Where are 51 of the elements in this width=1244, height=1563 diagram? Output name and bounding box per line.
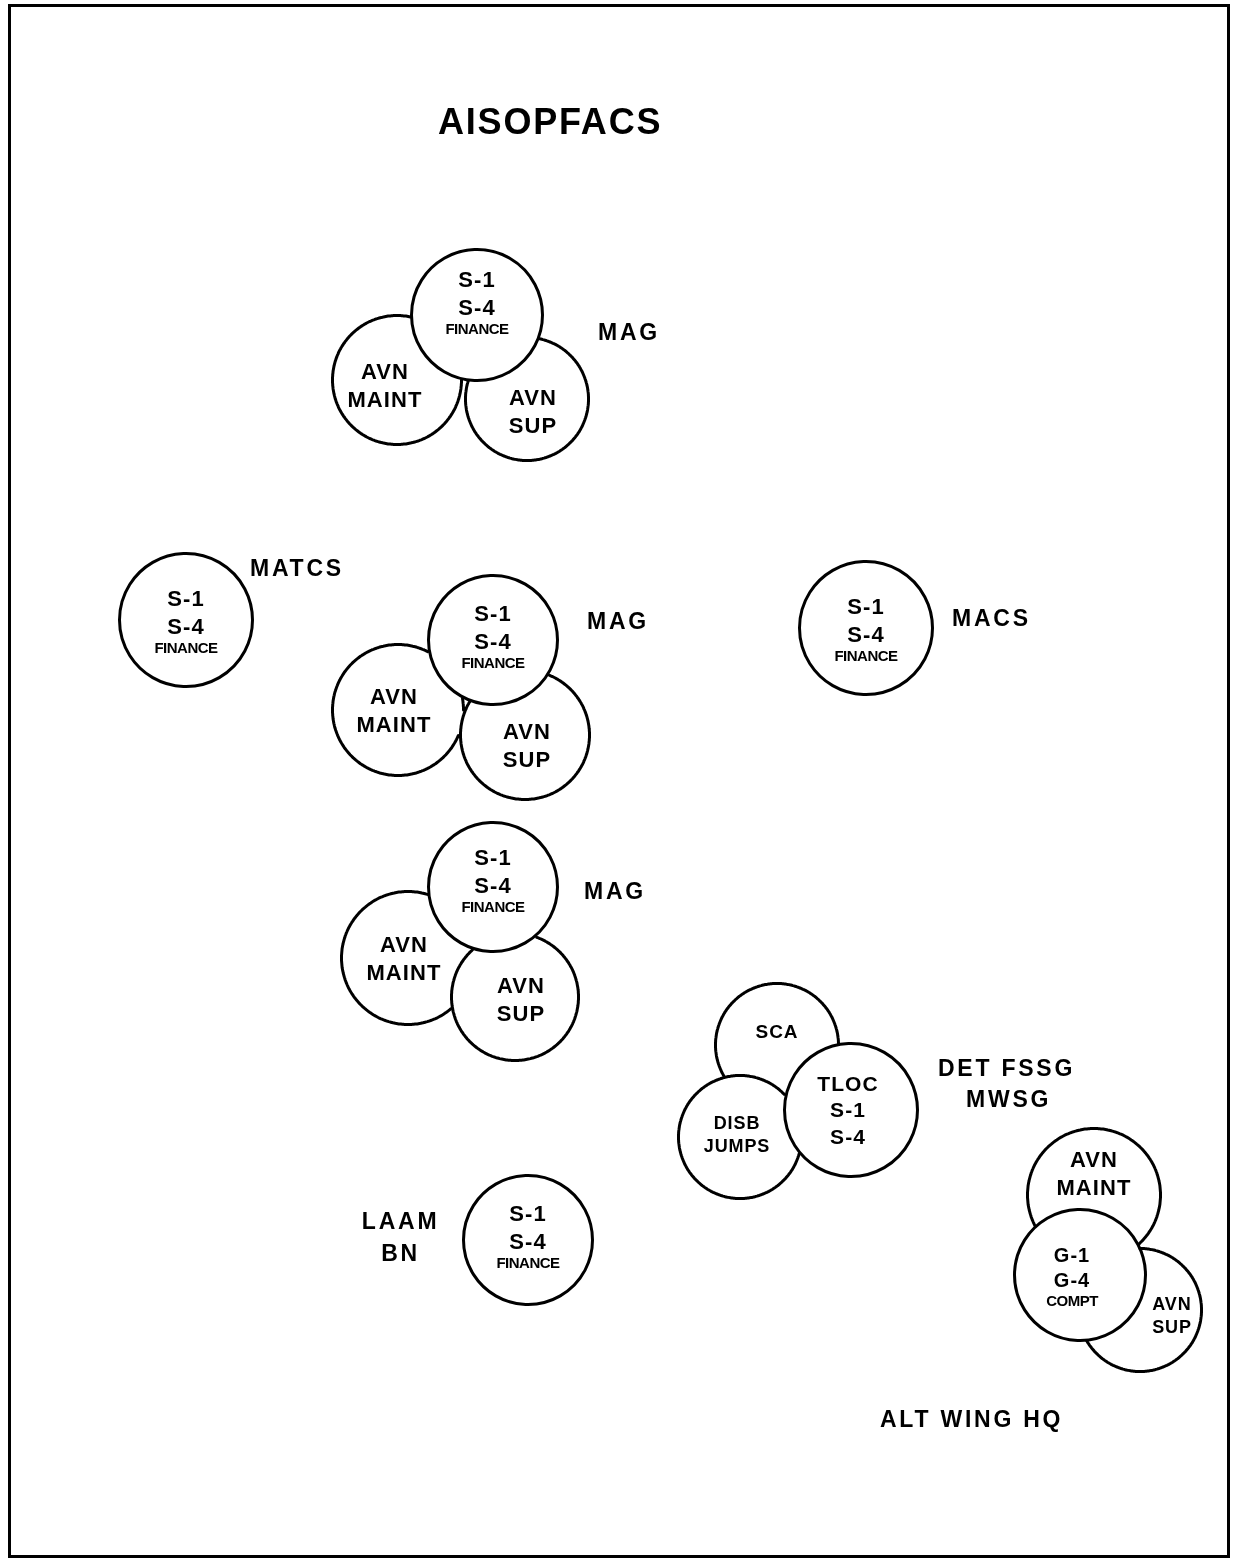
unit-label: COMPT bbox=[1046, 1292, 1098, 1308]
unit-label: AVN SUP bbox=[501, 717, 553, 773]
group-name: MAG bbox=[587, 607, 649, 636]
unit-circle bbox=[783, 1042, 919, 1178]
group-name: LAAM BN bbox=[360, 1207, 441, 1269]
unit-circle bbox=[1013, 1208, 1147, 1342]
group-name: MAG bbox=[584, 877, 646, 906]
unit-circle bbox=[427, 574, 559, 706]
unit-label: FINANCE bbox=[461, 899, 525, 914]
unit-label: S-4 bbox=[458, 293, 496, 321]
unit-label: S-1 bbox=[509, 1200, 547, 1228]
group-name: ALT WING HQ bbox=[880, 1405, 1064, 1434]
unit-label: S-4 bbox=[474, 627, 512, 655]
title: AISOPFACS bbox=[438, 104, 663, 140]
unit-label: AVN MAINT bbox=[346, 357, 424, 413]
unit-label: S-4 bbox=[509, 1227, 547, 1255]
unit-label: S-1 bbox=[847, 593, 885, 621]
group-name: MWSG bbox=[966, 1085, 1052, 1114]
unit-circle bbox=[427, 821, 559, 953]
unit-label: S-1 bbox=[474, 844, 512, 872]
unit-label: AVN SUP bbox=[495, 971, 547, 1027]
unit-label: G-4 bbox=[1053, 1267, 1091, 1293]
unit-label: S-1 bbox=[458, 266, 496, 294]
unit-label: DISB JUMPS bbox=[703, 1111, 771, 1157]
unit-label: G-1 bbox=[1053, 1242, 1091, 1268]
unit-label: S-4 bbox=[474, 871, 512, 899]
unit-label: S-1 bbox=[830, 1096, 866, 1123]
unit-label: AVN SUP bbox=[507, 383, 559, 439]
unit-label: FINANCE bbox=[461, 655, 525, 670]
unit-label: AVN MAINT bbox=[1056, 1145, 1132, 1201]
group-name: MAG bbox=[598, 318, 660, 347]
unit-label: S-4 bbox=[830, 1123, 866, 1150]
unit-label: FINANCE bbox=[834, 648, 898, 663]
unit-label: S-1 bbox=[167, 585, 205, 613]
unit-label: SCA bbox=[755, 1020, 799, 1044]
unit-label: FINANCE bbox=[496, 1255, 560, 1270]
group-name: DET FSSG bbox=[938, 1054, 1076, 1083]
unit-label: AVN MAINT bbox=[356, 682, 432, 738]
unit-label: S-1 bbox=[474, 600, 512, 628]
unit-circle bbox=[798, 560, 934, 696]
unit-label: S-4 bbox=[847, 620, 885, 648]
unit-circle bbox=[462, 1174, 594, 1306]
unit-label: FINANCE bbox=[154, 640, 218, 655]
unit-circle bbox=[410, 248, 544, 382]
unit-label: FINANCE bbox=[445, 321, 509, 336]
group-name: MATCS bbox=[250, 554, 344, 583]
unit-label: AVN MAINT bbox=[366, 930, 442, 986]
unit-label: TLOC bbox=[817, 1070, 879, 1097]
unit-label: AVN SUP bbox=[1152, 1292, 1192, 1338]
group-name: MACS bbox=[952, 604, 1031, 633]
unit-label: S-4 bbox=[167, 612, 205, 640]
